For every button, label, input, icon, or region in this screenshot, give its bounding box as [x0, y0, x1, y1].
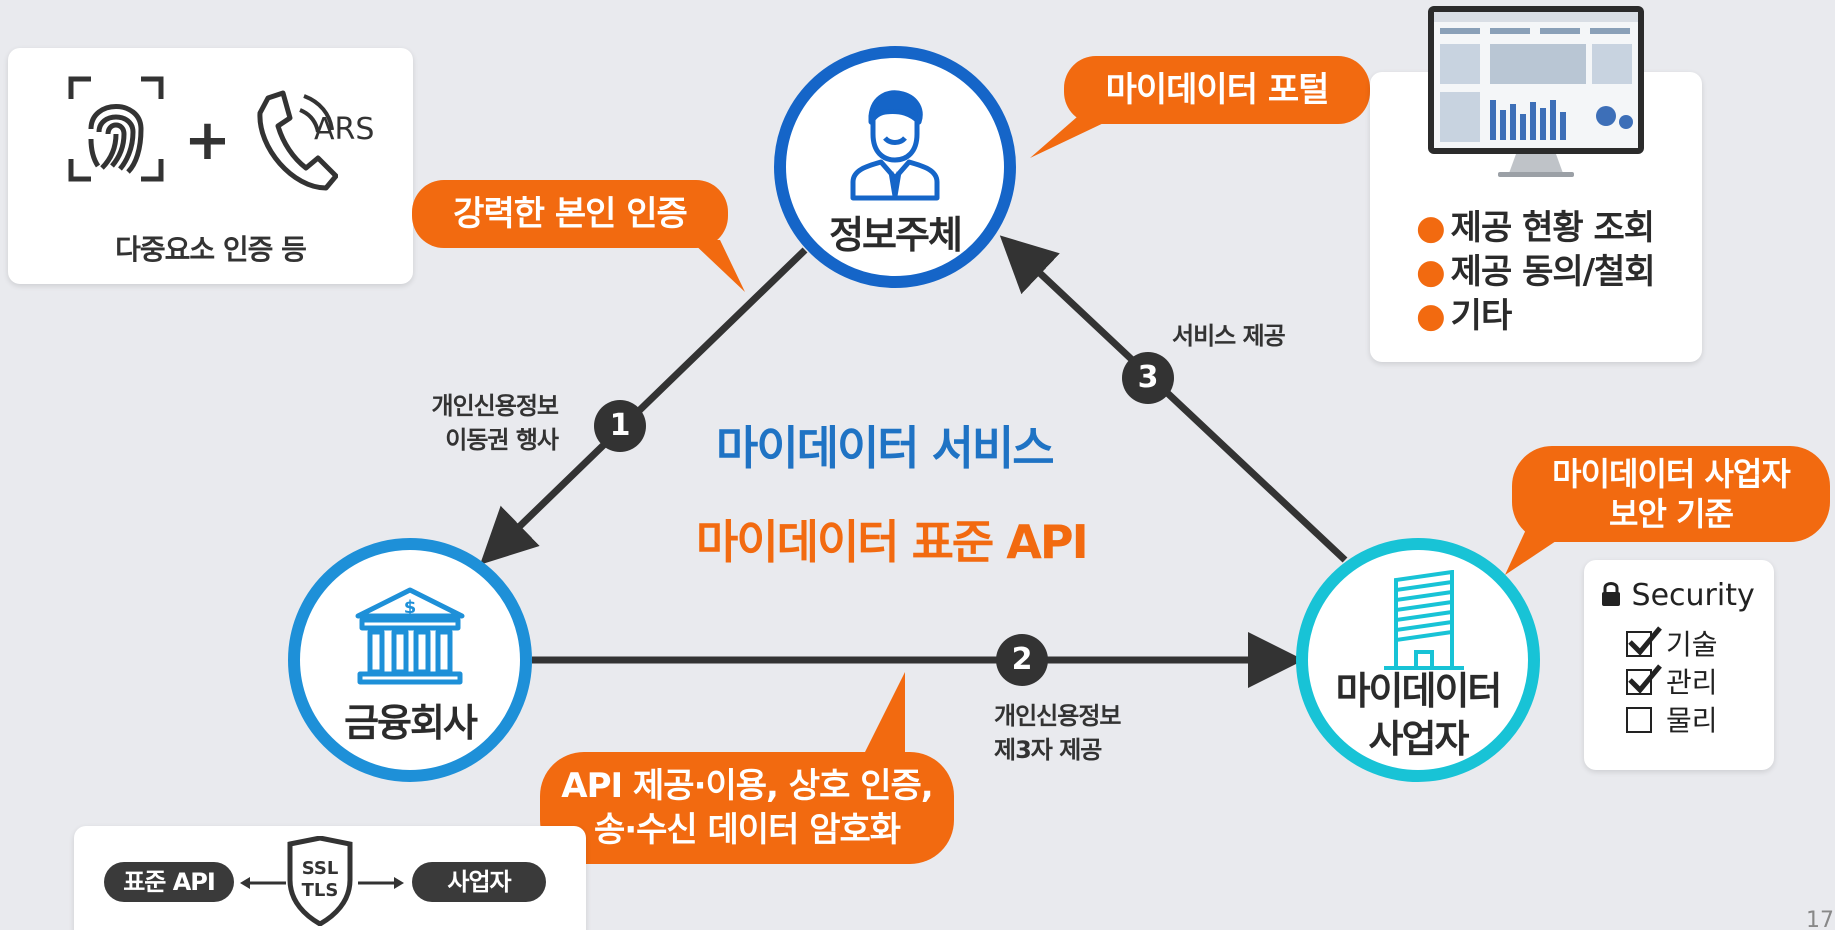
person-icon — [850, 90, 940, 201]
plus-sign: + — [184, 108, 231, 173]
strong-auth-bubble: 강력한 본인 인증 — [412, 180, 728, 248]
bank-icon: $ — [355, 587, 465, 685]
security-card: Security 기술 관리 물리 — [1584, 560, 1774, 770]
monitor-dashboard-icon — [1428, 6, 1644, 177]
provider-security-bubble: 마이데이터 사업자 보안 기준 — [1512, 446, 1830, 542]
svg-text:$: $ — [404, 597, 417, 618]
node-mydata-provider-label: 마이데이터 사업자 — [1335, 669, 1503, 761]
page-number: 17 — [1806, 908, 1834, 930]
checkmark-icon — [1628, 664, 1662, 694]
center-subtitle: 마이데이터 표준 API — [696, 515, 1089, 569]
checkbox-checked — [1626, 669, 1652, 695]
strong-auth-bubble-tail — [690, 240, 745, 292]
portal-card: ●제공 현황 조회 ●제공 동의/철회 ●기타 — [1370, 72, 1702, 362]
security-item-technical: 기술 — [1620, 626, 1718, 664]
arrow-provider-to-subject — [999, 235, 1348, 563]
step-3-label: 서비스 제공 — [1172, 322, 1286, 350]
checkmark-icon — [1628, 626, 1662, 656]
step-2-label: 개인신용정보 제3자 제공 — [994, 702, 1121, 764]
api-bubble: API 제공·이용, 상호 인증, 송·수신 데이터 암호화 — [540, 752, 954, 864]
auth-caption: 다중요소 인증 등 — [115, 233, 307, 266]
tls-card: 표준 API SSL TLS 사업자 — [74, 826, 586, 930]
step-2-badge: 2 — [996, 634, 1048, 686]
api-bubble-tail — [855, 672, 905, 772]
portal-item: ●제공 동의/철회 — [1416, 252, 1656, 292]
double-arrow-right-icon — [358, 877, 404, 889]
ssl-tls-shield-icon: SSL TLS — [287, 836, 353, 926]
portal-item: ●제공 현황 조회 — [1416, 208, 1655, 248]
security-title: Security — [1600, 578, 1755, 613]
security-items: 기술 관리 물리 — [1620, 626, 1718, 740]
step-3-badge: 3 — [1122, 352, 1174, 404]
node-financial-company: $ 금융회사 — [288, 538, 532, 782]
node-mydata-provider: 마이데이터 사업자 — [1296, 538, 1540, 782]
checkbox-checked — [1626, 631, 1652, 657]
node-data-subject-label: 정보주체 — [829, 213, 963, 257]
center-title: 마이데이터 서비스 — [716, 421, 1055, 475]
security-item-management: 관리 — [1620, 664, 1718, 702]
ars-label: ARS — [314, 112, 375, 147]
step-1-badge: 1 — [594, 400, 646, 452]
building-icon — [1384, 570, 1464, 670]
node-data-subject: 정보주체 — [774, 46, 1016, 288]
fingerprint-icon — [68, 76, 164, 182]
step-1-label: 개인신용정보 이동권 행사 — [431, 392, 559, 454]
tls-label: TLS — [302, 880, 339, 901]
portal-feature-list: ●제공 현황 조회 ●제공 동의/철회 ●기타 — [1416, 206, 1656, 338]
portal-bubble: 마이데이터 포털 — [1064, 56, 1370, 124]
phone-icon — [257, 90, 338, 191]
node-financial-company-label: 금융회사 — [344, 701, 478, 745]
pill-provider: 사업자 — [412, 862, 546, 902]
pill-standard-api: 표준 API — [104, 862, 234, 902]
ssl-label: SSL — [302, 858, 339, 879]
portal-item: ●기타 — [1416, 296, 1512, 336]
lock-icon — [1602, 582, 1620, 606]
auth-card: + ARS 다중요소 인증 등 — [8, 48, 413, 284]
double-arrow-left-icon — [240, 877, 286, 889]
checkbox-unchecked — [1626, 707, 1652, 733]
arrow-subject-to-financial — [479, 247, 808, 565]
security-item-physical: 물리 — [1620, 702, 1718, 740]
